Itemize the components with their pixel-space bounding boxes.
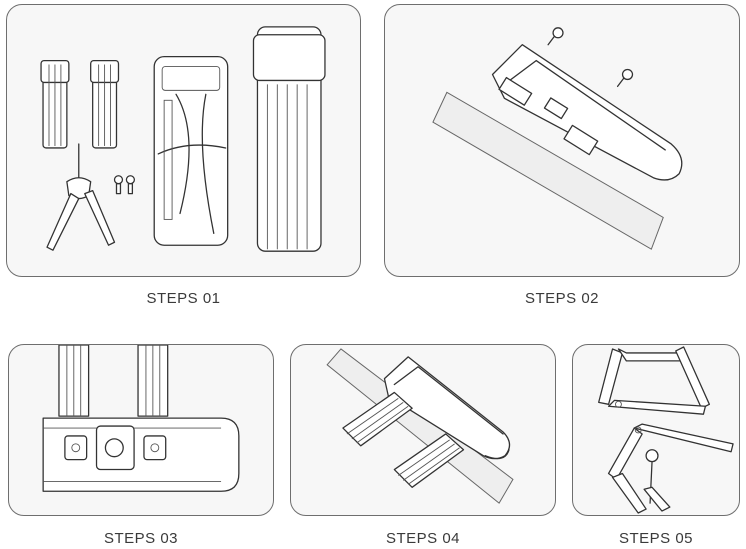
step-04-caption: STEPS 04 bbox=[385, 530, 461, 547]
step-01-illustration bbox=[40, 26, 326, 252]
step-02-illustration bbox=[432, 27, 683, 250]
folding-lock-icon bbox=[598, 346, 734, 514]
step-03-panel bbox=[8, 344, 274, 516]
mounting-strap-icon bbox=[342, 391, 413, 447]
mounting-strap-icon bbox=[40, 59, 70, 149]
lock-holder-icon bbox=[42, 417, 240, 492]
lock-holder-icon bbox=[383, 356, 511, 460]
bike-frame-tube-icon bbox=[432, 91, 664, 250]
step-05-panel bbox=[572, 344, 740, 516]
step-04-panel bbox=[290, 344, 556, 516]
lock-holder-icon bbox=[491, 44, 683, 181]
mounting-strap-icon bbox=[58, 345, 90, 417]
folding-lock-icon bbox=[252, 26, 326, 252]
mounting-strap-icon bbox=[90, 59, 120, 149]
step-01-caption: STEPS 01 bbox=[146, 290, 221, 307]
step-01-panel bbox=[6, 4, 361, 277]
step-02-caption: STEPS 02 bbox=[524, 290, 600, 307]
key-icon bbox=[46, 143, 116, 251]
lock-holder-icon bbox=[153, 55, 229, 246]
step-02-panel bbox=[384, 4, 740, 277]
step-05-caption: STEPS 05 bbox=[618, 530, 694, 547]
step-05-illustration bbox=[598, 346, 734, 514]
mounting-strap-icon bbox=[393, 433, 465, 488]
screw-icon bbox=[113, 175, 136, 195]
screw-icon bbox=[547, 27, 634, 88]
mounting-strap-icon bbox=[137, 345, 169, 417]
step-04-illustration bbox=[326, 348, 514, 504]
step-03-caption: STEPS 03 bbox=[103, 530, 179, 547]
step-03-illustration bbox=[42, 345, 240, 492]
